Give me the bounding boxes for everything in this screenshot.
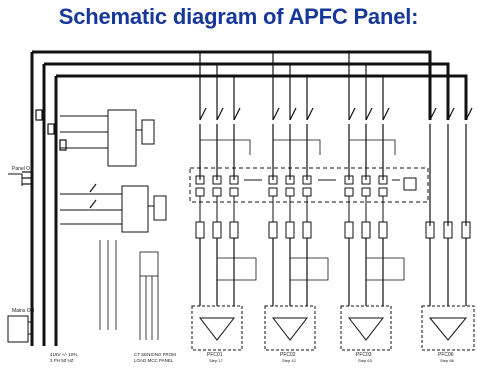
page-title: Schematic diagram of APFC Panel: — [58, 4, 419, 29]
panel-on-label: Panel ON — [12, 166, 34, 172]
cap-step-4: Step 86 — [440, 358, 455, 363]
cap-step-2: Step 42 — [282, 358, 297, 363]
supply-label-2: 3 PH 50 HZ — [50, 358, 74, 363]
ct-terminal-strip — [99, 240, 159, 340]
relay-box-1 — [60, 109, 155, 167]
step-aux-wiring — [217, 257, 405, 281]
left-switches — [22, 109, 97, 209]
group-tap-lines — [199, 52, 384, 120]
ct-sensing-label-2: LOAD MCC PANEL — [134, 358, 174, 363]
capacitor-bank-4 — [421, 305, 475, 351]
ct-sensing-label-1: CT SENSING FROM — [134, 352, 176, 357]
cap-step-1: Step 17 — [209, 358, 224, 363]
cap-id-2: PFC02 — [280, 352, 296, 358]
capacitor-bank-2 — [264, 305, 316, 351]
cap-id-1: PFC01 — [207, 352, 223, 358]
cap-id-3: PFC03 — [356, 352, 372, 358]
group-breakers — [199, 107, 473, 226]
relay-box-2 — [60, 185, 167, 233]
cap-id-4: PFC06 — [438, 352, 454, 358]
reactor-blocks — [195, 196, 471, 239]
contactor-panel-dashed — [189, 167, 429, 203]
supply-label-1: 415V +/- 10% — [50, 352, 77, 357]
aux-control-wiring — [200, 139, 396, 155]
main-bus-bars — [30, 50, 468, 346]
capacitor-bank-3 — [340, 305, 392, 351]
mains-on-block — [7, 173, 32, 343]
capacitor-bank-1 — [191, 305, 243, 351]
feed-to-capacitors — [199, 238, 467, 306]
cap-step-3: Step 63 — [358, 358, 373, 363]
mains-on-label: Mains ON — [12, 308, 35, 314]
